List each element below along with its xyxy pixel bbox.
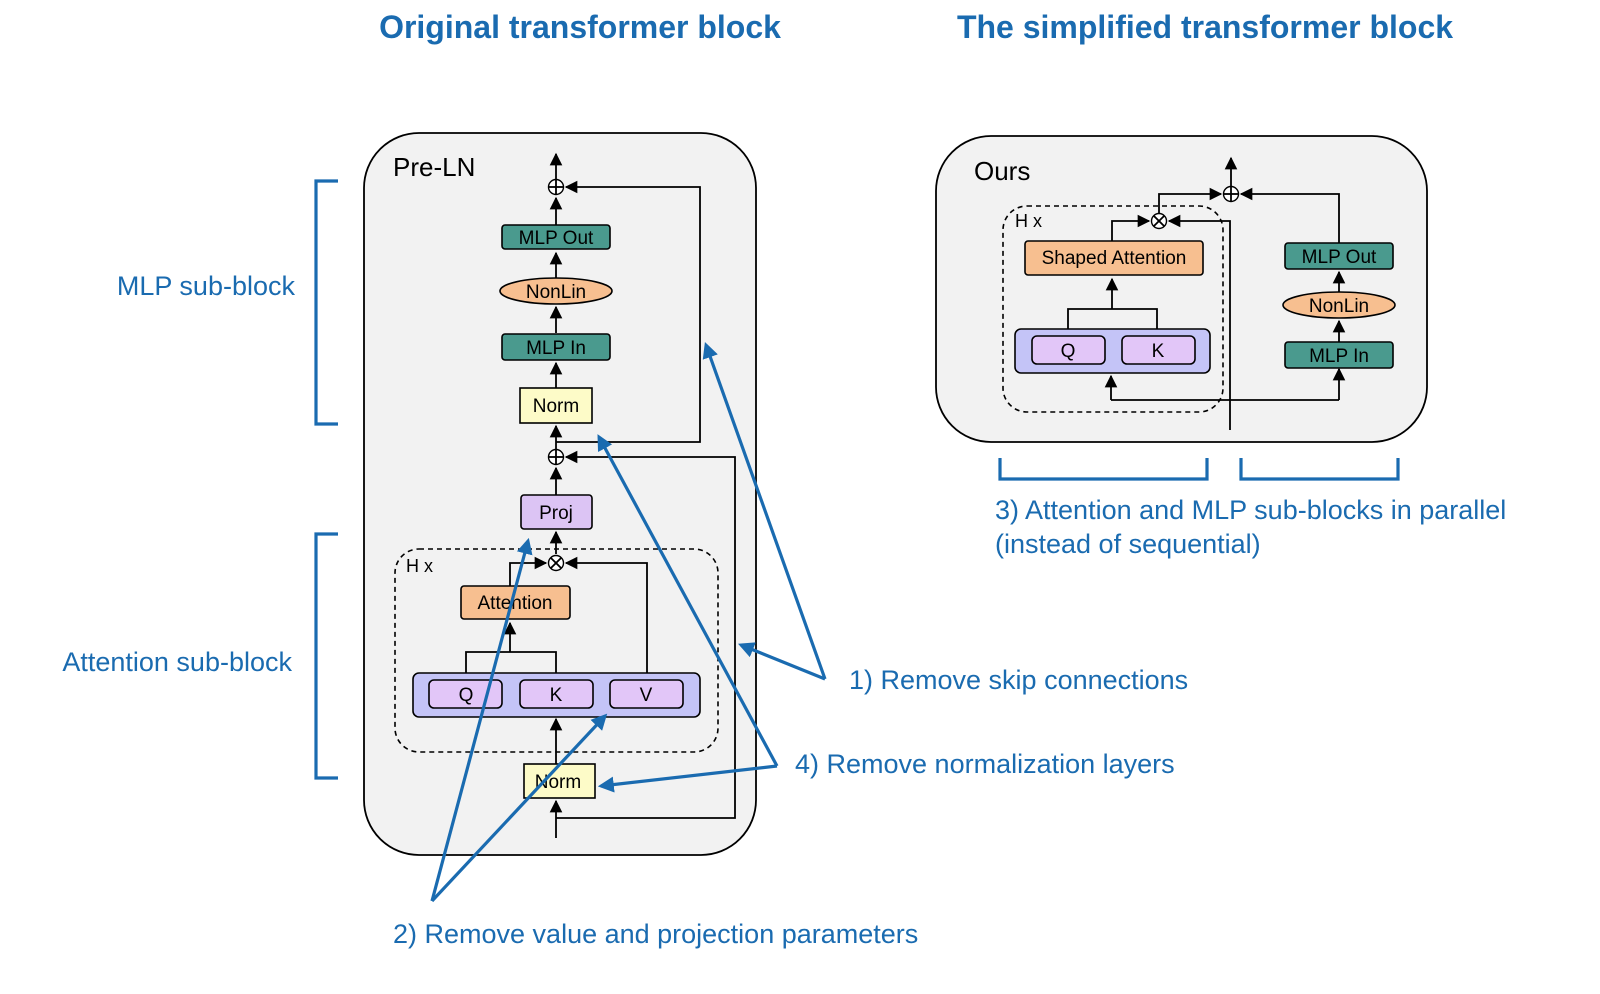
remove-norm-annotation: 4) Remove normalization layers	[795, 749, 1175, 779]
attention-label: Attention	[478, 593, 553, 614]
mlp-out-label: MLP Out	[519, 228, 594, 249]
q-label: Q	[459, 685, 474, 706]
norm-bottom-box	[523, 763, 596, 799]
simplified-add-op	[1222, 185, 1240, 203]
remove-value-proj-annotation: 2) Remove value and projection parameter…	[393, 919, 918, 949]
simplified-mlp-out-box	[1284, 242, 1394, 270]
attention-sub-block-label: Attention sub-block	[62, 647, 292, 677]
proj-box	[520, 494, 593, 530]
simplified-nonlin-ellipse	[1282, 291, 1396, 319]
k-box	[519, 679, 594, 709]
norm-top-box	[519, 387, 593, 424]
simplified-q-box	[1031, 335, 1106, 365]
simplified-block-title: The simplified transformer block	[957, 9, 1453, 45]
remove-norm-arrow-bottom	[597, 764, 778, 793]
mlp-in-box	[501, 333, 611, 361]
heads-label: H x	[406, 556, 433, 576]
simplified-heads-label: H x	[1015, 211, 1042, 231]
simplified-mlp-out-label: MLP Out	[1302, 247, 1377, 268]
simplified-mlp-in-label: MLP In	[1309, 346, 1369, 367]
attention-skip-connection	[556, 450, 736, 819]
multiply-op	[547, 554, 565, 572]
simplified-multiply-op	[1150, 212, 1168, 230]
simplified-k-label: K	[1152, 341, 1165, 362]
v-label: V	[640, 685, 653, 706]
original-block-title: Original transformer block	[379, 9, 781, 45]
remove-proj-arrow	[430, 537, 533, 902]
remove-skip-arrow-mlp	[702, 341, 827, 680]
simplified-mlp-in-box	[1284, 341, 1394, 369]
parallel-annotation-line1: 3) Attention and MLP sub-blocks in paral…	[995, 495, 1506, 525]
nonlin-ellipse	[499, 277, 613, 305]
shaped-attention-box	[1024, 240, 1204, 276]
remove-value-arrow	[430, 713, 608, 903]
simplified-k-box	[1121, 335, 1196, 365]
shaped-attention-label: Shaped Attention	[1042, 248, 1187, 269]
k-label: K	[550, 685, 563, 706]
proj-label: Proj	[539, 503, 573, 524]
parallel-annotation-line2: (instead of sequential)	[995, 529, 1261, 559]
pre-ln-label: Pre-LN	[393, 152, 475, 182]
nonlin-label: NonLin	[526, 282, 586, 303]
remove-norm-arrow-top	[597, 434, 779, 767]
ours-label: Ours	[974, 156, 1030, 186]
attention-sub-block-bracket	[314, 532, 338, 780]
simplified-nonlin-label: NonLin	[1309, 296, 1369, 317]
remove-skip-arrow-attention	[738, 642, 826, 681]
norm-top-label: Norm	[533, 396, 579, 417]
mlp-sub-block-label: MLP sub-block	[117, 271, 296, 301]
mlp-in-label: MLP In	[526, 338, 586, 359]
mlp-sub-block-bracket	[314, 179, 338, 426]
top-add-op	[547, 178, 565, 196]
mlp-out-box	[501, 224, 611, 250]
mlp-skip-connection	[556, 180, 701, 443]
simplified-heads-container	[1002, 205, 1224, 413]
remove-skip-annotation: 1) Remove skip connections	[849, 665, 1188, 695]
attention-parallel-bracket	[998, 458, 1209, 481]
simplified-q-label: Q	[1061, 341, 1076, 362]
v-box	[609, 679, 684, 709]
middle-add-op	[547, 448, 565, 466]
mlp-parallel-bracket	[1239, 458, 1400, 481]
